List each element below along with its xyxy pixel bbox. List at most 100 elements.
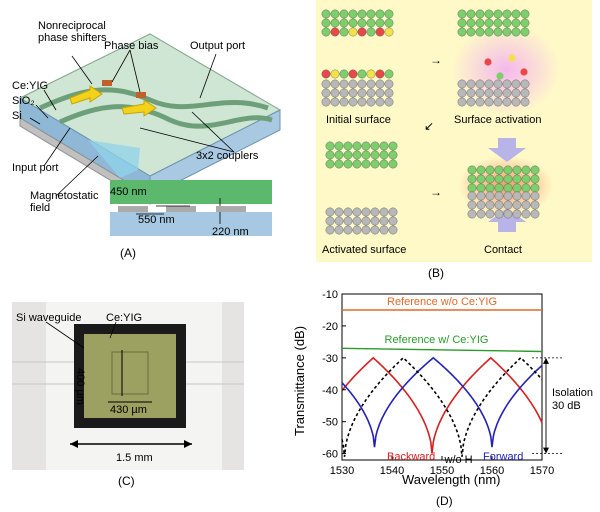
x-tick-label: 1560: [480, 465, 504, 477]
atom: [321, 9, 331, 19]
x-tick-label: 1570: [530, 465, 554, 477]
atom: [330, 18, 340, 28]
atom: [485, 183, 495, 193]
atom: [352, 216, 362, 226]
atom: [502, 79, 512, 89]
label-contact: Contact: [484, 244, 522, 256]
atom: [485, 209, 495, 219]
atom: [512, 191, 522, 201]
atom-lattice: [321, 9, 540, 235]
caption-b: (B): [428, 266, 444, 280]
x-tick-label: 1530: [330, 465, 354, 477]
x-tick-label: 1550: [430, 465, 454, 477]
atom: [503, 174, 513, 184]
atom: [321, 69, 331, 79]
label-couplers: 3x2 couplers: [196, 150, 259, 162]
atom: [348, 79, 358, 89]
atom: [334, 207, 344, 217]
atom: [511, 79, 521, 89]
atom: [521, 191, 531, 201]
label-output-port: Output port: [190, 40, 246, 52]
atom: [511, 88, 521, 98]
label-430um: 430 µm: [110, 404, 147, 416]
atom: [520, 88, 530, 98]
atom: [467, 174, 477, 184]
atom: [388, 225, 398, 235]
atom: [494, 200, 504, 210]
atom: [357, 97, 367, 107]
atom: [343, 216, 353, 226]
atom: [475, 18, 485, 28]
atom: [321, 97, 331, 107]
atom: [503, 200, 513, 210]
label-initial-surface: Initial surface: [326, 114, 391, 126]
label-si-waveguide: Si waveguide: [16, 312, 82, 324]
panel-a: Nonreciprocal phase shifters Phase bias …: [0, 0, 290, 262]
label-550nm: 550 nm: [138, 214, 175, 226]
series-layer: [341, 309, 543, 457]
svg-text:→: →: [430, 185, 442, 199]
label-activated-surface: Activated surface: [322, 244, 407, 256]
atom: [530, 183, 540, 193]
label-450nm: 450 nm: [110, 186, 147, 198]
annot-forward: Forward: [483, 451, 523, 463]
atom: [388, 141, 398, 151]
atom: [484, 88, 494, 98]
atom: [348, 9, 358, 19]
atom: [457, 97, 467, 107]
atom: [512, 209, 522, 219]
atom: [334, 225, 344, 235]
atom: [475, 97, 485, 107]
atom: [379, 207, 389, 217]
atom: [339, 69, 349, 79]
atom: [484, 18, 494, 28]
atom: [321, 27, 331, 37]
atom: [361, 207, 371, 217]
atom: [457, 88, 467, 98]
atom: [521, 200, 531, 210]
atom: [384, 69, 394, 79]
atom: [352, 225, 362, 235]
atom: [384, 9, 394, 19]
y-tick-label: -30: [322, 353, 338, 365]
atom: [512, 165, 522, 175]
atom: [494, 165, 504, 175]
atom: [520, 27, 530, 37]
atom: [502, 88, 512, 98]
atom: [493, 9, 503, 19]
plot-frame: [341, 293, 543, 461]
atom: [476, 174, 486, 184]
label-nonreciprocal: Nonreciprocal phase shifters: [38, 20, 107, 44]
atom: [493, 27, 503, 37]
atom: [485, 191, 495, 201]
atom: [330, 79, 340, 89]
atom: [361, 225, 371, 235]
atom: [485, 174, 495, 184]
x-tick-label: 1540: [380, 465, 404, 477]
annot-reference-wo-ceyig: Reference w/o Ce:YIG: [387, 296, 497, 308]
atom: [348, 88, 358, 98]
atom: [476, 200, 486, 210]
atom: [467, 183, 477, 193]
atom: [520, 9, 530, 19]
atom: [485, 165, 495, 175]
y-tick-label: -10: [322, 289, 338, 301]
atom: [375, 18, 385, 28]
atom: [467, 200, 477, 210]
atom: [466, 79, 476, 89]
atom: [494, 183, 504, 193]
atom: [352, 141, 362, 151]
atom: [476, 165, 486, 175]
atom: [357, 88, 367, 98]
panel-c: Si waveguide Ce:YIG 400 µm 430 µm 1.5 mm…: [0, 290, 250, 500]
atom: [330, 69, 340, 79]
atom: [330, 88, 340, 98]
atom: [375, 88, 385, 98]
atom: [521, 209, 531, 219]
atom: [521, 174, 531, 184]
atom: [334, 150, 344, 160]
atom: [334, 141, 344, 151]
atom: [484, 79, 494, 89]
